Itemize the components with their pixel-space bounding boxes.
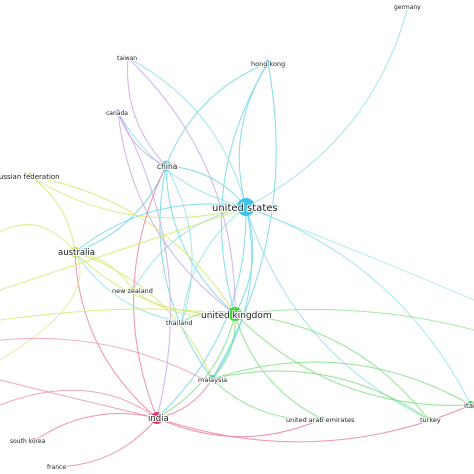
edge-united-kingdom-india — [156, 313, 236, 419]
edges-layer — [29, 6, 472, 468]
edge-canada-united-kingdom — [117, 111, 236, 315]
node-india[interactable] — [151, 412, 163, 424]
edge-taiwan-united-kingdom — [127, 57, 236, 315]
edge-india-malaysia — [156, 378, 213, 419]
edge-united-kingdom-turkey — [234, 313, 429, 420]
edge-offscreen — [0, 308, 231, 321]
node-thailand[interactable] — [179, 319, 185, 325]
node-label-china: china — [157, 162, 177, 171]
node-label-india: india — [148, 414, 169, 424]
edge-india-italy — [156, 404, 472, 443]
edge-russian-federation-united-kingdom — [29, 175, 236, 315]
edge-canada-india — [117, 111, 171, 419]
edge-offscreen — [0, 389, 158, 419]
edge-india-australia — [74, 251, 158, 419]
edge-united-states-thailand — [181, 206, 247, 323]
edge-united-states-taiwan — [127, 57, 247, 208]
node-malaysia[interactable] — [208, 375, 216, 383]
edge-offscreen — [0, 224, 76, 253]
edge-china-malaysia — [159, 165, 213, 380]
edge-china-hong-kong — [165, 62, 269, 167]
node-hong-kong[interactable] — [265, 60, 271, 66]
edge-united-states-hong-kong — [238, 62, 269, 208]
node-label-taiwan: taiwan — [117, 55, 137, 62]
edge-thailand-australia — [74, 251, 183, 323]
edge-taiwan-china — [127, 57, 167, 167]
edge-offscreen — [234, 309, 474, 331]
edge-new-zealand-united-kingdom — [132, 289, 236, 317]
node-label-canada: canada — [106, 110, 128, 117]
edge-china-canada — [117, 111, 167, 167]
node-russian-federation[interactable] — [27, 173, 33, 179]
edge-malaysia-united-arab-emirates — [211, 378, 323, 420]
node-label-italy: ital — [464, 402, 474, 410]
edge-australia-russian-federation — [29, 175, 76, 253]
edge-india-united-arab-emirates — [156, 417, 323, 438]
node-germany[interactable] — [406, 5, 410, 9]
node-label-united-states: united states — [212, 203, 278, 214]
node-label-france: france — [47, 464, 66, 471]
edge-russian-federation-united-states — [29, 175, 247, 219]
node-south-korea[interactable] — [31, 438, 37, 444]
edge-offscreen — [0, 379, 158, 419]
node-united-kingdom[interactable] — [228, 307, 242, 321]
node-label-thailand: thailand — [166, 319, 193, 327]
edge-malaysia-italy — [211, 361, 472, 406]
edge-united-states-canada — [117, 111, 247, 208]
edge-offscreen — [0, 337, 206, 381]
edge-united-kingdom-united-arab-emirates — [234, 313, 323, 420]
node-label-united-kingdom: united kingdom — [201, 311, 272, 321]
node-taiwan[interactable] — [125, 55, 131, 61]
edge-offscreen — [245, 206, 474, 301]
edge-united-states-new-zealand — [132, 206, 247, 291]
node-france[interactable] — [55, 464, 61, 470]
offscreen-edges-layer — [0, 206, 474, 419]
node-label-turkey: turkey — [420, 416, 441, 424]
node-turkey[interactable] — [425, 416, 431, 422]
edge-australia-new-zealand — [74, 251, 134, 291]
node-label-south-korea: south korea — [10, 438, 46, 445]
edge-united-states-india — [156, 206, 247, 419]
edge-malaysia-turkey — [211, 370, 429, 420]
node-australia[interactable] — [70, 247, 80, 257]
node-china[interactable] — [161, 161, 171, 171]
edge-united-states-germany — [245, 6, 409, 208]
edge-china-united-kingdom — [165, 165, 236, 315]
nodes-layer — [27, 5, 474, 470]
edge-united-states-malaysia — [211, 206, 253, 380]
node-label-malaysia: malaysia — [198, 376, 227, 384]
edge-offscreen — [0, 209, 241, 291]
edge-hong-kong-united-kingdom — [220, 62, 269, 315]
node-label-hong-kong: hong kong — [251, 60, 285, 68]
node-label-united-arab-emirates: united arab emirates — [286, 416, 355, 424]
edge-offscreen — [0, 251, 81, 361]
edge-united-states-turkey — [245, 206, 429, 420]
node-label-australia: australia — [58, 248, 95, 258]
labels-layer: united states united kingdom china australi… — [0, 3, 474, 472]
node-label-russian-federation: russian federation — [0, 173, 60, 181]
node-label-germany: germany — [394, 4, 421, 11]
edge-australia-malaysia — [74, 251, 213, 380]
edge-india-france — [57, 417, 158, 468]
node-united-arab-emirates[interactable] — [319, 416, 325, 422]
edge-united-states-australia — [74, 203, 247, 253]
edge-thailand-china — [165, 165, 193, 323]
node-canada[interactable] — [115, 109, 121, 115]
node-italy[interactable] — [467, 401, 474, 409]
edge-united-kingdom-italy — [234, 313, 472, 406]
node-united-states[interactable] — [237, 198, 255, 216]
node-new-zealand[interactable] — [130, 287, 136, 293]
edge-india-south-korea — [33, 413, 158, 442]
node-label-new-zealand: new zealand — [112, 287, 153, 295]
